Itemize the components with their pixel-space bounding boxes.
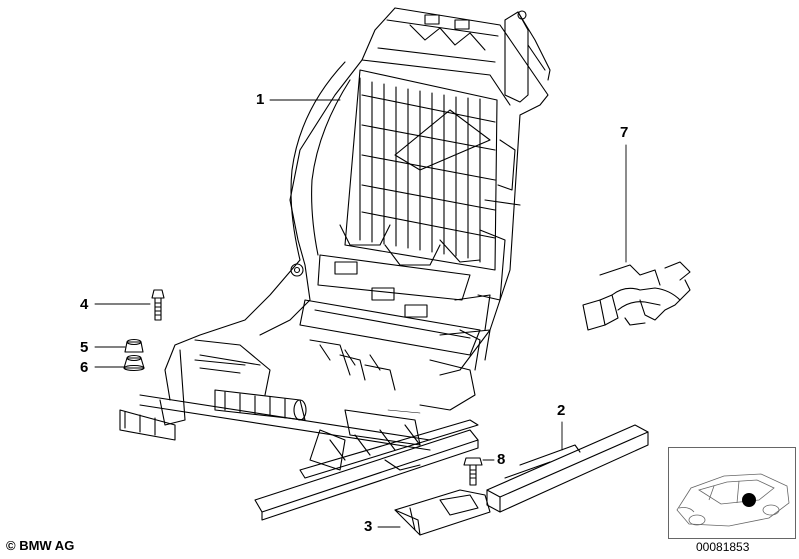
callout-4: 4 — [80, 296, 89, 313]
diagram-id: 00081853 — [696, 540, 750, 554]
wiring-harness — [582, 261, 691, 331]
car-outline-icon — [676, 473, 790, 527]
screw — [463, 457, 483, 486]
location-marker-icon — [742, 493, 756, 507]
callout-2: 2 — [557, 402, 566, 419]
vehicle-location-thumbnail — [668, 447, 796, 539]
callout-1: 1 — [256, 91, 265, 108]
callout-5: 5 — [80, 339, 89, 356]
bolt — [151, 289, 165, 321]
flange-nut — [123, 354, 145, 372]
seat-base-frame — [119, 259, 491, 521]
callout-3: 3 — [364, 518, 373, 535]
callout-8: 8 — [497, 451, 506, 468]
callout-7: 7 — [620, 124, 629, 141]
copyright-text: © BMW AG — [6, 538, 75, 553]
backrest-frame — [289, 7, 551, 376]
callout-6: 6 — [80, 359, 89, 376]
rail-cover — [486, 424, 649, 513]
nut — [124, 338, 144, 353]
front-trim-cover — [394, 489, 491, 536]
